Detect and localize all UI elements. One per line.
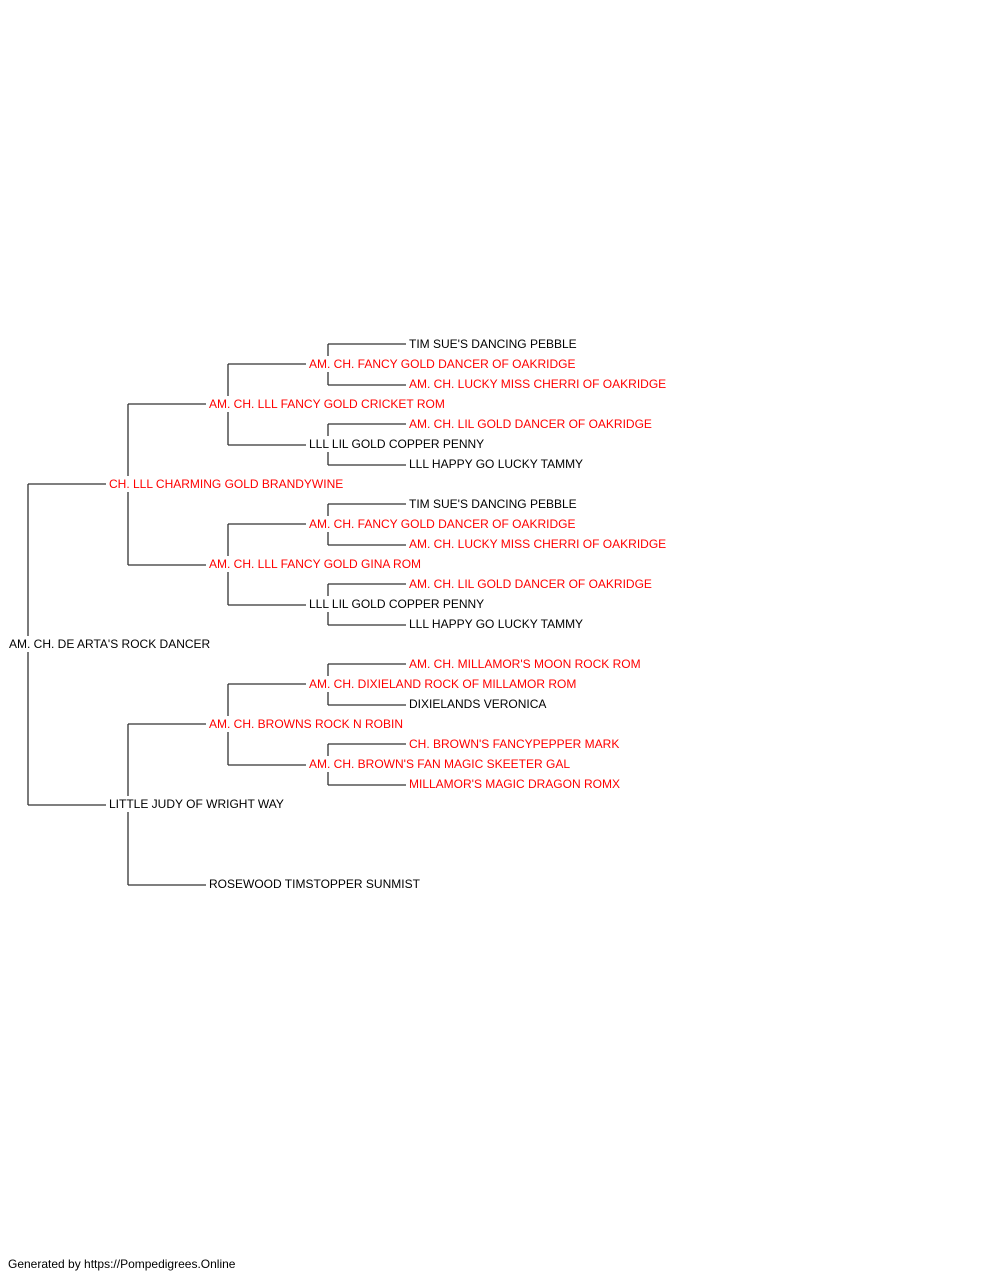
- ancestor-name: AM. CH. LUCKY MISS CHERRI OF OAKRIDGE: [408, 377, 668, 391]
- ancestor-name: AM. CH. FANCY GOLD DANCER OF OAKRIDGE: [308, 357, 577, 371]
- ancestor-name: MILLAMOR'S MAGIC DRAGON ROMX: [408, 777, 621, 791]
- ancestor-name: AM. CH. LIL GOLD DANCER OF OAKRIDGE: [408, 577, 653, 591]
- ancestor-name: LLL HAPPY GO LUCKY TAMMY: [408, 617, 585, 631]
- ancestor-name: AM. CH. FANCY GOLD DANCER OF OAKRIDGE: [308, 517, 577, 531]
- ancestor-name: TIM SUE'S DANCING PEBBLE: [408, 497, 578, 511]
- ancestor-name: AM. CH. LUCKY MISS CHERRI OF OAKRIDGE: [408, 537, 668, 551]
- ancestor-name: AM. CH. BROWNS ROCK N ROBIN: [208, 717, 405, 731]
- generated-by-footer: Generated by https://Pompedigrees.Online: [8, 1257, 236, 1271]
- ancestor-name: TIM SUE'S DANCING PEBBLE: [408, 337, 578, 351]
- ancestor-name: LLL LIL GOLD COPPER PENNY: [308, 597, 486, 611]
- ancestor-name: AM. CH. LIL GOLD DANCER OF OAKRIDGE: [408, 417, 653, 431]
- ancestor-name: CH. BROWN'S FANCYPEPPER MARK: [408, 737, 621, 751]
- ancestor-name: DIXIELANDS VERONICA: [408, 697, 548, 711]
- ancestor-name: AM. CH. LLL FANCY GOLD GINA ROM: [208, 557, 423, 571]
- subject-name: AM. CH. DE ARTA'S ROCK DANCER: [8, 637, 212, 651]
- ancestor-name: ROSEWOOD TIMSTOPPER SUNMIST: [208, 877, 421, 891]
- ancestor-name: LITTLE JUDY OF WRIGHT WAY: [108, 797, 285, 811]
- ancestor-name: LLL HAPPY GO LUCKY TAMMY: [408, 457, 585, 471]
- ancestor-name: AM. CH. MILLAMOR'S MOON ROCK ROM: [408, 657, 642, 671]
- ancestor-name: AM. CH. BROWN'S FAN MAGIC SKEETER GAL: [308, 757, 571, 771]
- ancestor-name: AM. CH. DIXIELAND ROCK OF MILLAMOR ROM: [308, 677, 578, 691]
- ancestor-name: LLL LIL GOLD COPPER PENNY: [308, 437, 486, 451]
- ancestor-name: AM. CH. LLL FANCY GOLD CRICKET ROM: [208, 397, 446, 411]
- ancestor-name: CH. LLL CHARMING GOLD BRANDYWINE: [108, 477, 345, 491]
